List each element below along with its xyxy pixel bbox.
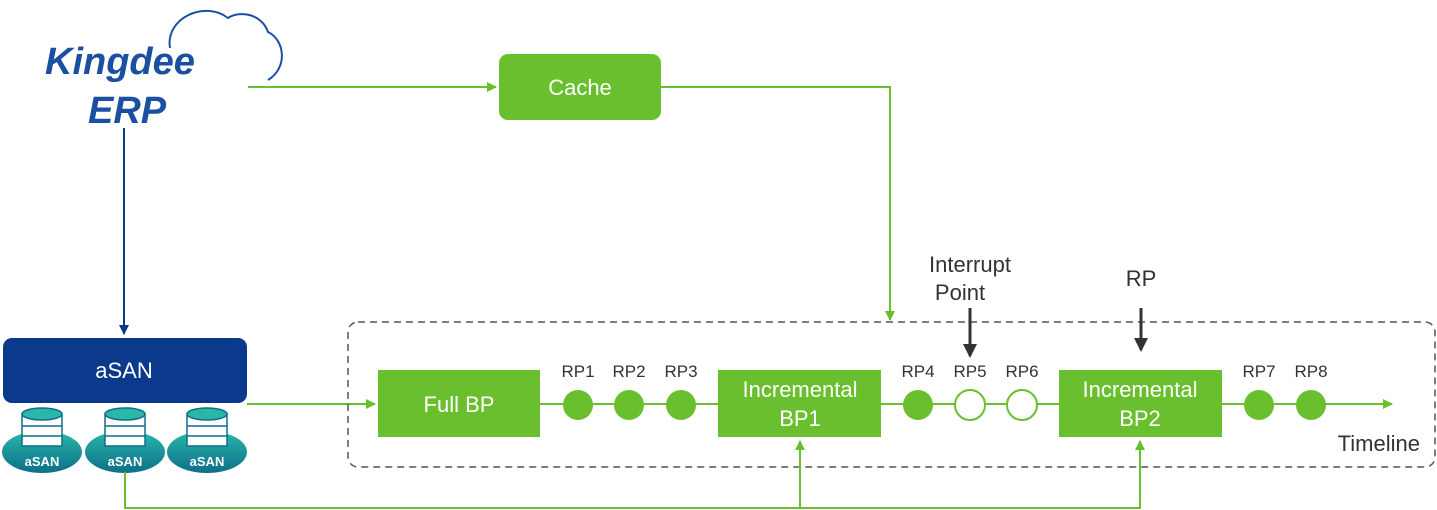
rp3-point: RP3 [664, 362, 698, 420]
timeline-container [347, 321, 1436, 468]
asan-node-3: aSAN [167, 407, 247, 473]
rp4-label: RP4 [901, 362, 934, 381]
inc-bp1-line2: BP1 [779, 406, 821, 431]
interrupt-line2: Point [935, 280, 985, 305]
logo-line2: ERP [88, 90, 167, 132]
rp2-label: RP2 [612, 362, 645, 381]
rp2-point: RP2 [612, 362, 646, 420]
rp1-label: RP1 [561, 362, 594, 381]
cache-to-timeline-arrow [661, 86, 895, 321]
cache-label: Cache [548, 75, 612, 100]
asan-label: aSAN [95, 358, 152, 383]
rp3-label: RP3 [664, 362, 697, 381]
incremental-bp2-box: Incremental BP2 [1059, 370, 1222, 437]
asan-node-1-label: aSAN [25, 454, 60, 469]
rp5-point: RP5 [953, 362, 987, 421]
kingdee-erp-logo: Kingdee ERP [45, 9, 283, 132]
timeline-label: Timeline [1338, 431, 1420, 456]
rp7-point: RP7 [1242, 362, 1276, 420]
cache-box: Cache [499, 54, 661, 120]
asan-to-inc-bp2-arrow [800, 440, 1145, 509]
asan-node-3-label: aSAN [190, 454, 225, 469]
asan-node-1: aSAN [2, 407, 82, 473]
inc-bp2-line1: Incremental [1083, 377, 1198, 402]
asan-to-inc-bp1-arrow [124, 440, 805, 509]
inc-bp1-line1: Incremental [743, 377, 858, 402]
rp5-label: RP5 [953, 362, 986, 381]
full-bp-label: Full BP [424, 392, 495, 417]
rp7-label: RP7 [1242, 362, 1275, 381]
rp4-point: RP4 [901, 362, 935, 420]
asan-node-2-label: aSAN [108, 454, 143, 469]
rp6-point: RP6 [1005, 362, 1039, 421]
cloud-outline-icon [168, 9, 283, 81]
interrupt-point-marker: Interrupt Point [929, 252, 1011, 358]
rp-marker: RP [1126, 266, 1157, 352]
rp-marker-label: RP [1126, 266, 1157, 291]
inc-bp2-line2: BP2 [1119, 406, 1161, 431]
rp6-label: RP6 [1005, 362, 1038, 381]
interrupt-line1: Interrupt [929, 252, 1011, 277]
rp8-label: RP8 [1294, 362, 1327, 381]
rp1-point: RP1 [561, 362, 595, 420]
logo-line1: Kingdee [45, 41, 195, 83]
full-bp-box: Full BP [378, 370, 540, 437]
incremental-bp1-box: Incremental BP1 [718, 370, 881, 437]
rp8-point: RP8 [1294, 362, 1328, 420]
asan-node-2: aSAN [85, 407, 165, 473]
asan-box: aSAN [3, 338, 247, 403]
